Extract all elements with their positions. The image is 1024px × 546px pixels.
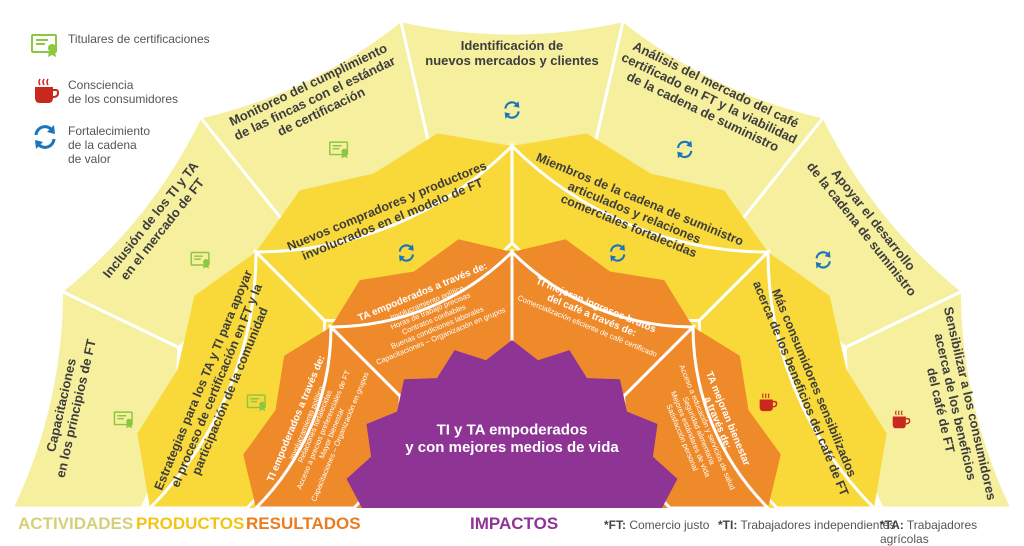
text-line: y con mejores medios de vida xyxy=(405,439,619,456)
label-results: RESULTADOS xyxy=(246,514,361,533)
legend: Titulares de certificaciones Consciencia… xyxy=(30,30,210,182)
impact-burst xyxy=(346,340,678,508)
certificate-icon xyxy=(30,30,60,60)
note-ta: *TA: Trabajadores agrícolas xyxy=(880,518,978,546)
label-impacts: IMPACTOS xyxy=(470,514,559,533)
legend-item-value-chain: Fortalecimiento de la cadena de valor xyxy=(30,122,210,166)
cycle-arrows-icon xyxy=(30,122,60,152)
legend-label: Titulares de certificaciones xyxy=(68,32,210,46)
note-ti: *TI: Trabajadores independientes xyxy=(718,518,896,532)
text-line: nuevos mercados y clientes xyxy=(425,53,598,68)
legend-item-certifications: Titulares de certificaciones xyxy=(30,30,210,60)
legend-label: Fortalecimiento de la cadena de valor xyxy=(68,124,151,166)
legend-label: Consciencia de los consumidores xyxy=(68,78,179,106)
legend-item-consumers: Consciencia de los consumidores xyxy=(30,76,210,106)
coffee-cup-icon xyxy=(30,76,60,106)
text-line: Identificación de xyxy=(461,38,564,53)
label-products: PRODUCTOS xyxy=(136,514,245,533)
label-activities: ACTIVIDADES xyxy=(18,514,134,533)
footer: ACTIVIDADES PRODUCTOS RESULTADOS IMPACTO… xyxy=(0,508,1024,546)
note-ft: *FT: Comercio justo xyxy=(604,518,710,532)
text-line: TI y TA empoderados xyxy=(437,422,588,439)
